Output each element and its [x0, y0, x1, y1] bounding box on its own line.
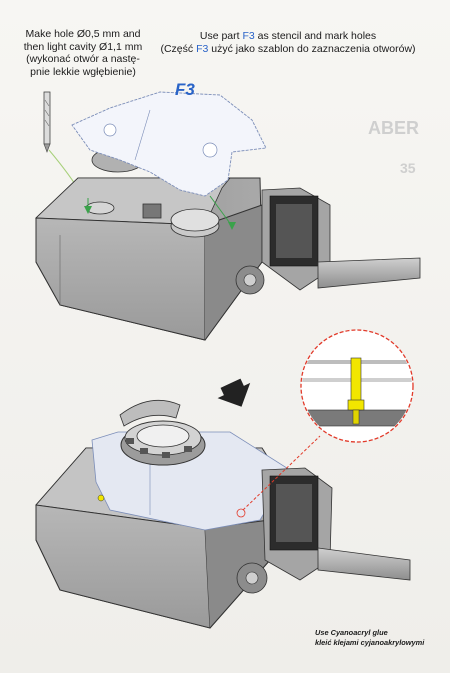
stencil-en-part: F3 [242, 30, 255, 42]
stencil-line-en: Use part F3 as stencil and mark holes [138, 30, 438, 43]
stencil-instruction-note: Use part F3 as stencil and mark holes (C… [138, 30, 438, 55]
stencil-pl-pre: (Część [160, 42, 197, 55]
part-label-f3: F3 [175, 80, 195, 99]
stencil-en-pre: Use part [199, 30, 243, 42]
showthrough-text-2: 35 [400, 160, 416, 176]
stencil-pl-part: F3 [196, 42, 209, 55]
down-arrow-icon [217, 378, 251, 407]
step-2-illustration [35, 399, 411, 629]
glue-instruction-note: Use Cyanoacryl glue kleić klejami cyjano… [315, 628, 450, 648]
step-1-illustration [35, 91, 421, 341]
drill-instruction-note: Make hole Ø0,5 mm and then light cavity … [8, 28, 158, 78]
drill-line-2: then light cavity Ø1,1 mm [23, 40, 143, 53]
stencil-pl-post: użyć jako szablon do zaznaczenia otworów… [208, 42, 416, 55]
drill-line-4: pnie lekkie wgłębienie) [30, 65, 136, 78]
showthrough-text: ABER [368, 118, 420, 138]
glue-line-en: Use Cyanoacryl glue [315, 628, 388, 637]
detail-callout [300, 329, 414, 443]
stencil-line-pl: (Część F3 użyć jako szablon do zaznaczen… [138, 43, 438, 56]
drill-line-3: (wykonać otwór a nastę- [26, 53, 140, 65]
drill-line-1: Make hole Ø0,5 mm and [25, 28, 141, 40]
stencil-en-post: as stencil and mark holes [254, 30, 377, 42]
glue-line-pl: kleić klejami cyjanoakrylowymi [315, 638, 425, 647]
